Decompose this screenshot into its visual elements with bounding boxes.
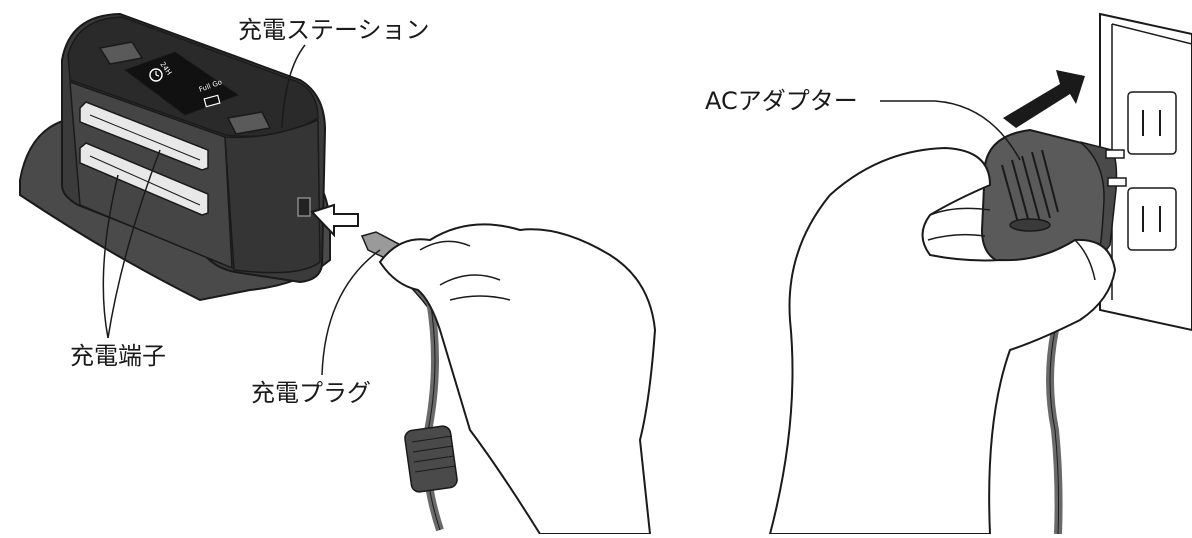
ac-adapter bbox=[980, 128, 1127, 267]
charging-terminal-upper bbox=[79, 101, 209, 171]
label-charging-plug: 充電プラグ bbox=[251, 379, 371, 407]
battery-icon bbox=[203, 94, 221, 108]
label-charging-station: 充電ステーション bbox=[238, 16, 430, 44]
leader-terminal-2 bbox=[107, 149, 161, 339]
adapter-cable bbox=[1046, 329, 1063, 535]
station-side bbox=[224, 118, 321, 274]
insert-arrow-icon bbox=[310, 203, 359, 238]
push-arrow-icon bbox=[1003, 70, 1085, 128]
plug-cable bbox=[422, 299, 444, 532]
leader-terminal-1 bbox=[102, 174, 119, 339]
top-button-right bbox=[226, 111, 272, 135]
top-button-left bbox=[98, 41, 144, 65]
leader-station bbox=[281, 44, 306, 129]
dc-jack bbox=[297, 197, 311, 217]
charging-station: 24H Full Go bbox=[19, 12, 331, 302]
left-hand bbox=[378, 223, 657, 535]
display-panel bbox=[123, 51, 240, 116]
right-hand bbox=[768, 146, 1117, 535]
leader-adapter bbox=[880, 100, 1021, 161]
label-charging-terminals: 充電端子 bbox=[70, 342, 166, 370]
clock-icon bbox=[149, 68, 163, 82]
charging-terminal-lower bbox=[79, 142, 209, 216]
leader-plug bbox=[321, 249, 381, 376]
label-ac-adapter: ACアダプター bbox=[705, 87, 858, 115]
outlet-upper bbox=[1127, 91, 1177, 155]
outlet-lower bbox=[1127, 187, 1177, 251]
